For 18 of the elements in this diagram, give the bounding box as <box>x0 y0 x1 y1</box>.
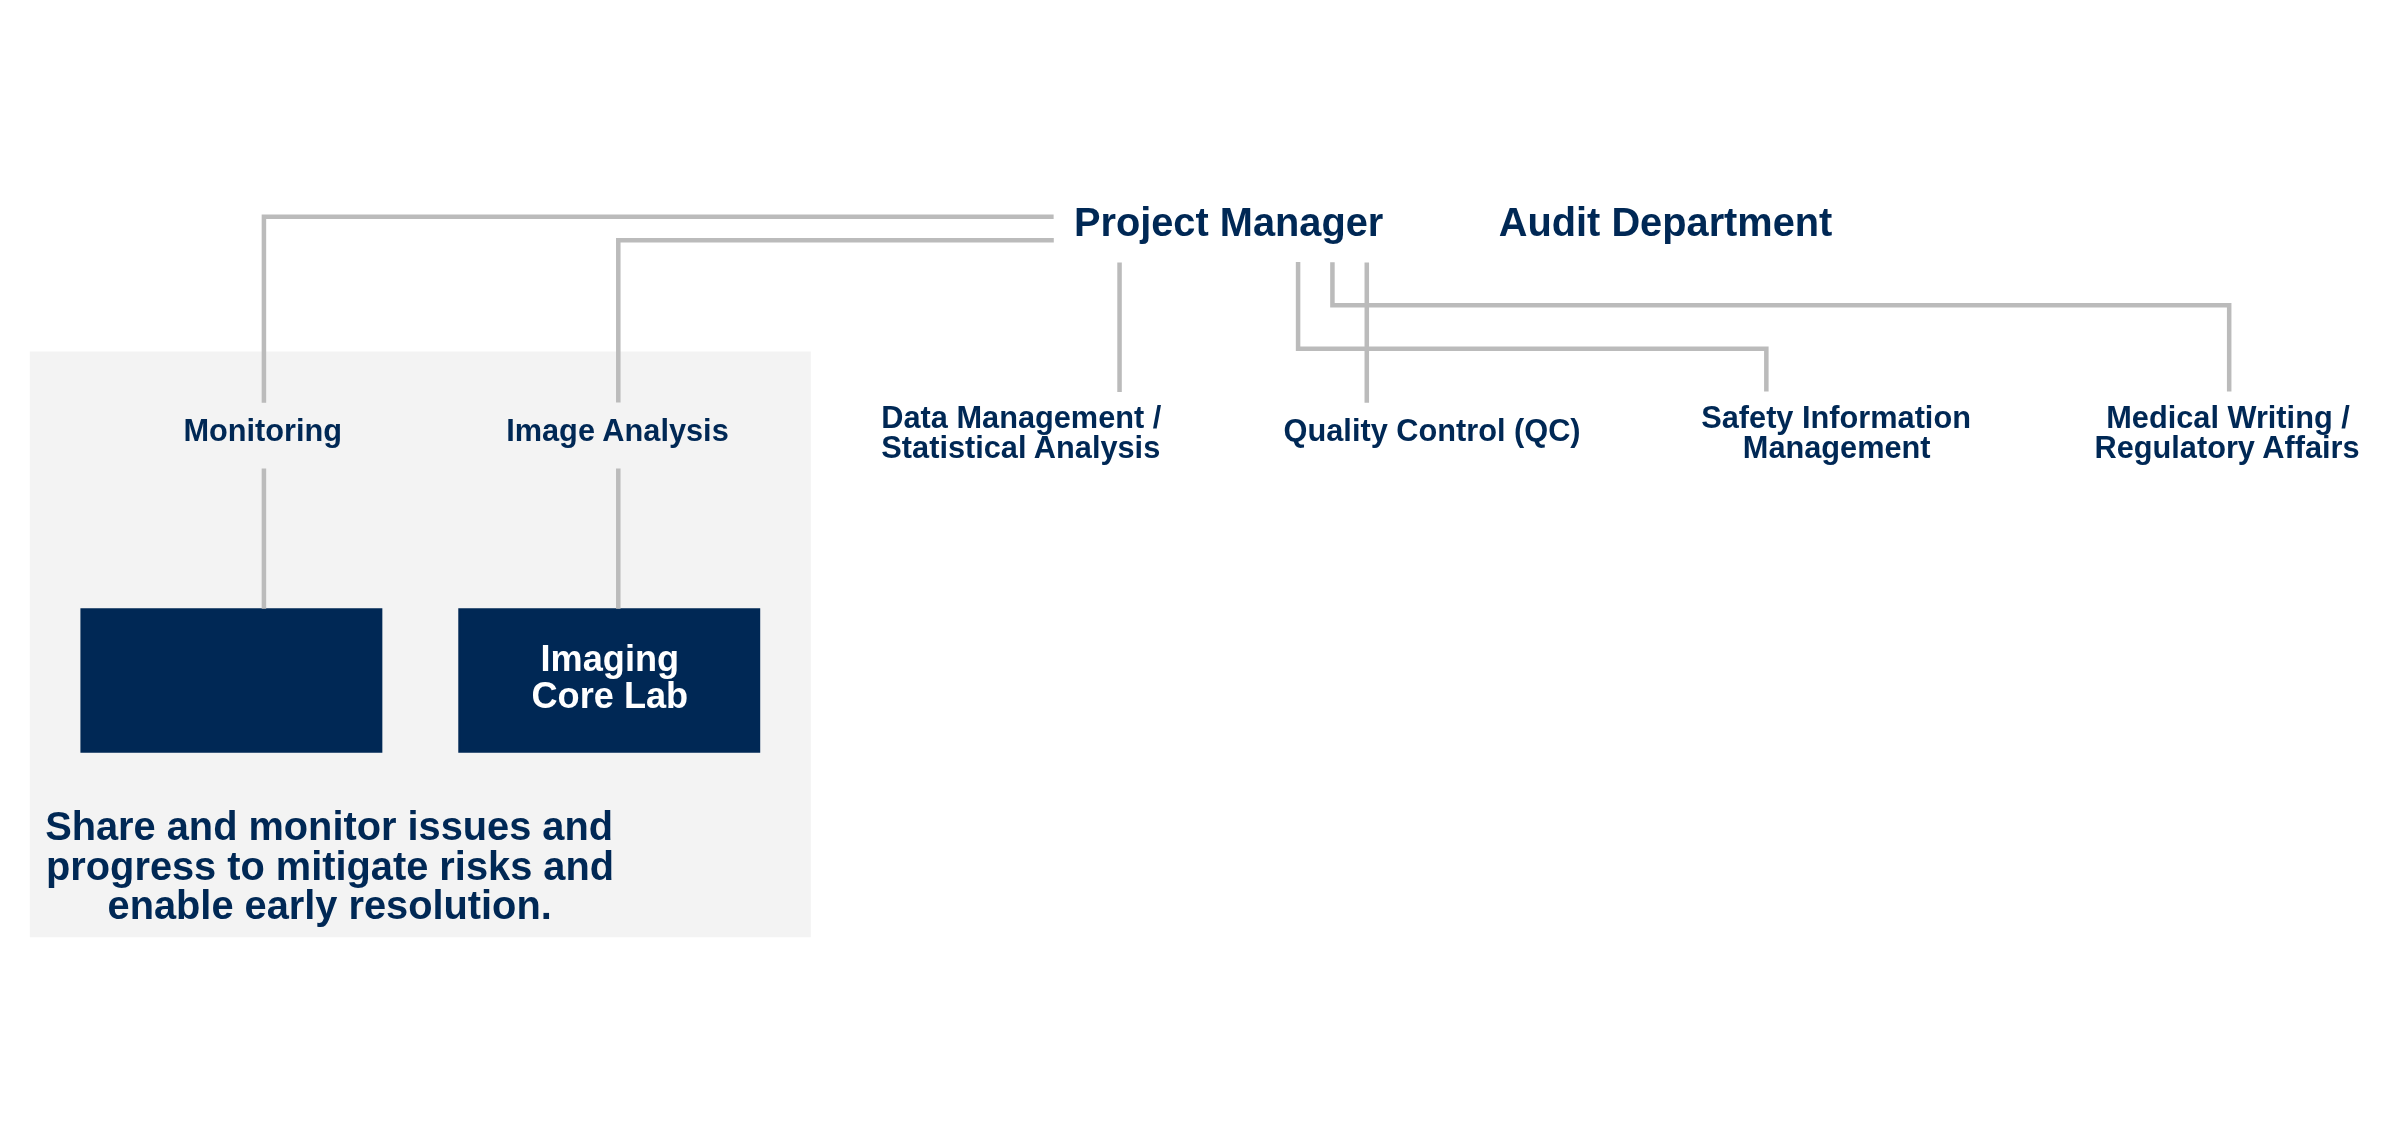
connector <box>1364 262 1370 403</box>
node-text: Data Management / Statistical Analysis <box>881 399 1162 466</box>
connector <box>261 468 267 609</box>
node-text: Monitoring <box>183 413 343 449</box>
connector <box>1295 261 1769 392</box>
node-text: Project Manager <box>1073 199 1384 244</box>
node-text: Quality Control (QC) <box>1283 413 1581 449</box>
connector <box>261 214 1054 403</box>
connector <box>1330 262 2232 392</box>
node-box <box>80 608 383 753</box>
node-text: Image Analysis <box>506 413 729 449</box>
node-box: Imaging Core Lab <box>458 608 761 753</box>
node-text: Audit Department <box>1498 199 1833 244</box>
connector <box>616 238 1054 403</box>
connector <box>1117 262 1122 392</box>
node-text: Safety Information Management <box>1701 399 1971 466</box>
connector <box>616 468 621 609</box>
node-text: Medical Writing / Regulatory Affairs <box>2094 399 2360 466</box>
